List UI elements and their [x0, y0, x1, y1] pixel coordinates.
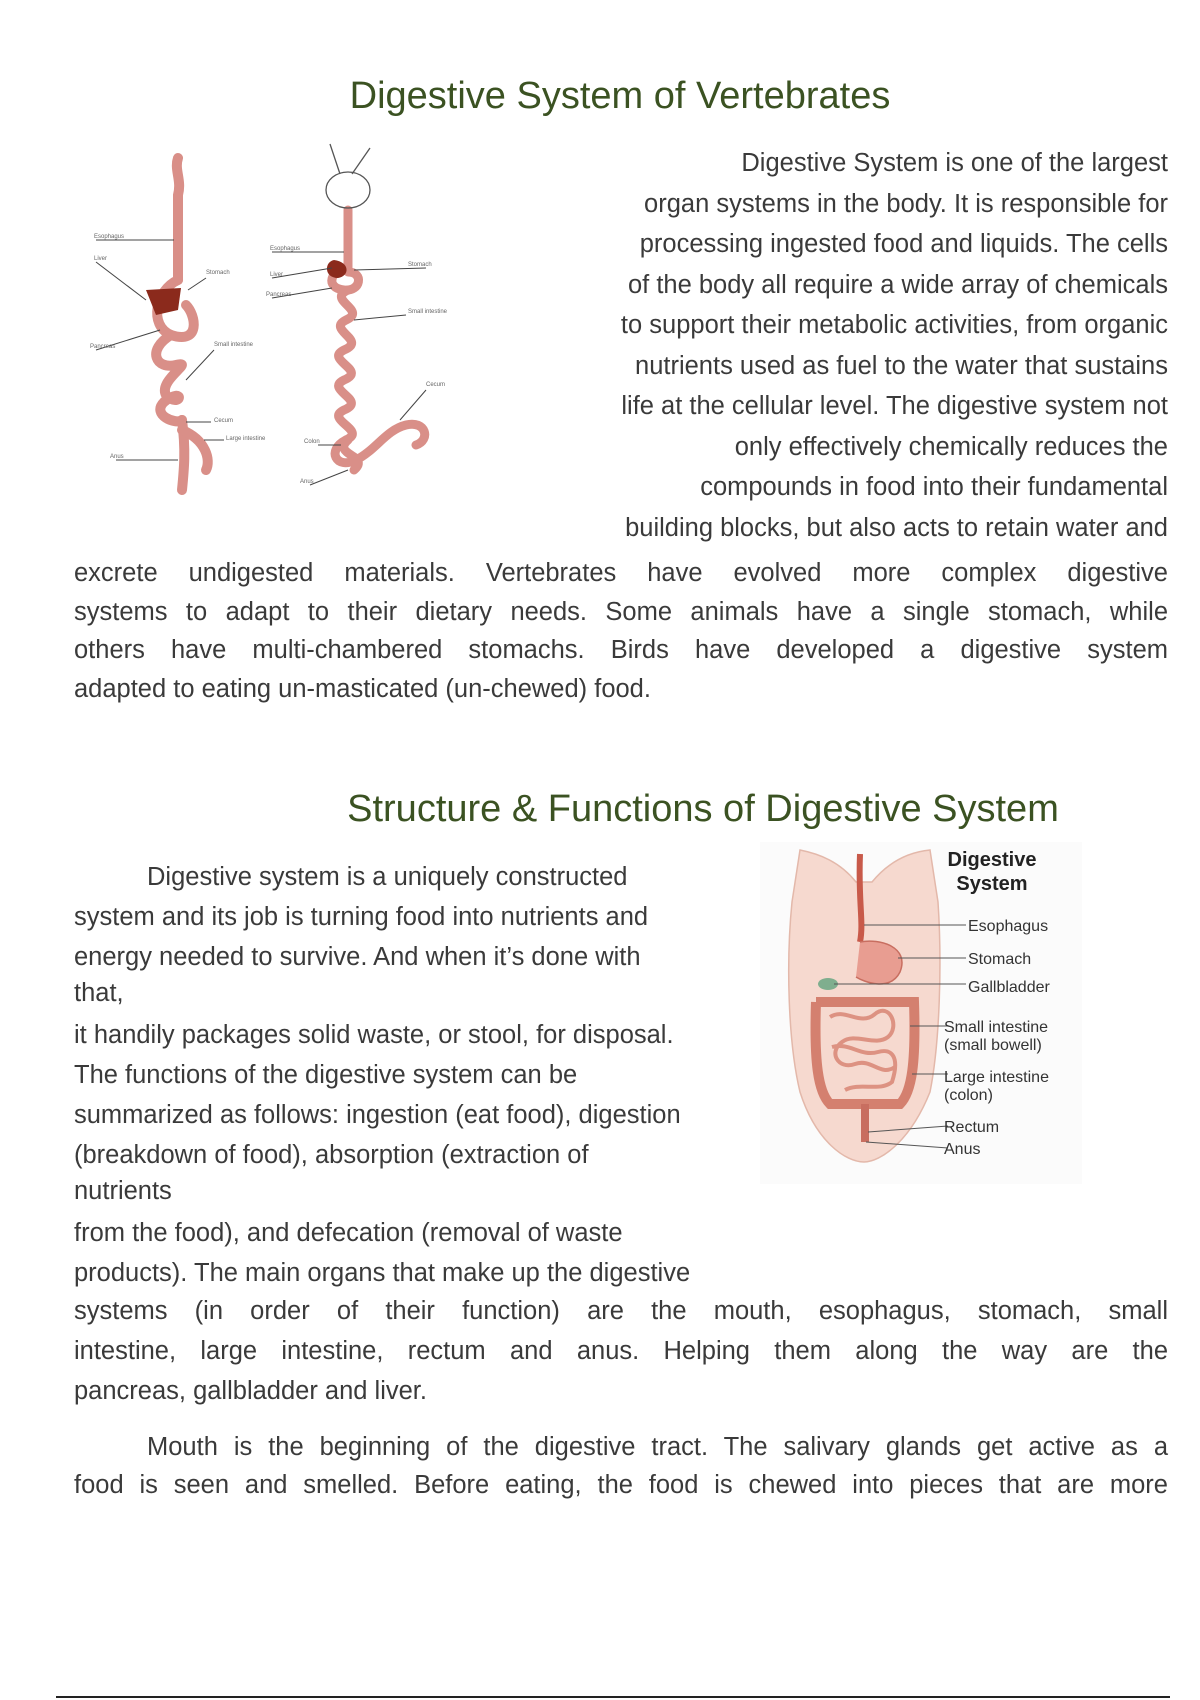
text-line: intestine, large intestine, rectum and a… — [74, 1337, 1168, 1365]
text-line: system and its job is turning food into … — [74, 903, 649, 931]
leader-lines-b — [271, 251, 427, 486]
tract-diagram-a — [151, 153, 213, 495]
svg-text:Large intestine: Large intestine — [226, 436, 266, 442]
label-colon: (colon) — [944, 1087, 993, 1104]
gallbladder-shape — [818, 978, 838, 990]
label-esophagus: Esophagus — [968, 918, 1048, 935]
text-line: systems to adapt to their dietary needs.… — [74, 597, 1168, 626]
stomach-shape — [855, 940, 903, 985]
text-line: others have multi-chambered stomachs. Bi… — [74, 636, 1168, 664]
text-line: energy needed to survive. And when it’s … — [74, 943, 641, 971]
text-line: products). The main organs that make up … — [74, 1259, 691, 1287]
label-small-bowell: (small bowell) — [944, 1037, 1042, 1054]
text-line: to support their metabolic activities, f… — [620, 311, 1168, 339]
svg-text:Esophagus: Esophagus — [94, 234, 124, 240]
text-line: processing ingested food and liquids. Th… — [639, 230, 1168, 258]
intro-paragraph-continued: excrete undigested materials. Vertebrate… — [74, 554, 1168, 708]
text-line: organ systems in the body. It is respons… — [644, 189, 1168, 218]
svg-text:Anus: Anus — [110, 454, 124, 460]
structure-paragraph-continued: systems (in order of their function) are… — [74, 1291, 1168, 1411]
human-digestive-diagram: Digestive System Esophagus Stomach Gallb… — [787, 849, 1051, 1163]
tiny-labels-b: Esophagus Liver Pancreas Stomach Small i… — [266, 246, 448, 485]
text-line: that, — [74, 979, 124, 1007]
text-line: life at the cellular level. The digestiv… — [621, 392, 1168, 420]
svg-text:Colon: Colon — [304, 439, 320, 445]
svg-text:Anus: Anus — [300, 479, 314, 485]
text-line: it handily packages solid waste, or stoo… — [74, 1021, 674, 1049]
text-line: food is seen and smelled. Before eating,… — [74, 1471, 1168, 1499]
human-digestive-figure: Digestive System Esophagus Stomach Gallb… — [760, 842, 1082, 1184]
text-line: of the body all require a wide array of … — [627, 270, 1168, 299]
tract-diagram-b — [327, 205, 430, 475]
svg-text:Liver: Liver — [270, 272, 283, 278]
svg-text:Stomach: Stomach — [408, 262, 432, 268]
anatomy-title-line2: System — [956, 873, 1027, 895]
liver-shape-a — [146, 288, 181, 315]
small-intestine-shape — [828, 1009, 898, 1092]
section-title-vertebrates: Digestive System of Vertebrates — [349, 75, 891, 117]
mouth-paragraph: Mouth is the beginning of the digestive … — [74, 1428, 1168, 1504]
label-large-intestine: Large intestine — [944, 1069, 1049, 1086]
text-line: pancreas, gallbladder and liver. — [74, 1377, 427, 1405]
svg-text:Liver: Liver — [94, 256, 107, 262]
label-stomach: Stomach — [968, 951, 1031, 968]
svg-text:Pancreas: Pancreas — [266, 292, 291, 298]
svg-text:Small intestine: Small intestine — [408, 309, 448, 315]
label-anus: Anus — [944, 1141, 980, 1158]
text-line: summarized as follows: ingestion (eat fo… — [74, 1101, 681, 1129]
svg-text:Cecum: Cecum — [426, 382, 445, 388]
large-intestine-shape — [810, 997, 920, 1109]
label-gallbladder: Gallbladder — [968, 979, 1051, 996]
text-line: excrete undigested materials. Vertebrate… — [74, 559, 1168, 587]
text-line: nutrients — [74, 1177, 172, 1205]
text-line: The functions of the digestive system ca… — [74, 1061, 578, 1089]
svg-text:Esophagus: Esophagus — [270, 246, 300, 252]
leader-lines-a — [95, 239, 224, 461]
text-line: Digestive system is a uniquely construct… — [147, 863, 628, 891]
section-title-structure: Structure & Functions of Digestive Syste… — [347, 788, 1059, 830]
svg-text:Stomach: Stomach — [206, 270, 230, 276]
structure-paragraph-left: Digestive system is a uniquely construct… — [74, 857, 764, 1293]
esophagus-shape — [856, 853, 865, 943]
vertebrate-digestive-diagram: Esophagus Liver Stomach Pancreas Small i… — [90, 143, 448, 495]
text-line: nutrients used as fuel to the water that… — [635, 351, 1168, 380]
liver-shape-b — [326, 260, 347, 278]
intro-paragraph-wrapped: Digestive System is one of the largest o… — [520, 143, 1168, 548]
svg-text:Cecum: Cecum — [214, 418, 233, 424]
footer-divider — [56, 1696, 1170, 1698]
anatomy-title-line1: Digestive — [948, 849, 1037, 871]
label-small-intestine: Small intestine — [944, 1019, 1048, 1036]
anatomy-leader-lines — [834, 924, 966, 1149]
label-rectum: Rectum — [944, 1119, 999, 1136]
text-line: Digestive System is one of the largest — [741, 149, 1168, 177]
text-line: only effectively chemically reduces the — [734, 432, 1168, 461]
svg-text:Small intestine: Small intestine — [214, 342, 254, 348]
rabbit-head-icon — [325, 143, 371, 209]
text-line: Mouth is the beginning of the digestive … — [147, 1433, 1168, 1461]
text-line: adapted to eating un-masticated (un-chew… — [74, 674, 651, 703]
text-line: systems (in order of their function) are… — [74, 1297, 1168, 1325]
tiny-labels-a: Esophagus Liver Stomach Pancreas Small i… — [90, 234, 266, 460]
text-line: building blocks, but also acts to retain… — [625, 513, 1168, 542]
svg-text:Pancreas: Pancreas — [90, 344, 115, 350]
text-line: (breakdown of food), absorption (extract… — [74, 1141, 589, 1169]
vertebrate-digestive-figure: Esophagus Liver Stomach Pancreas Small i… — [86, 140, 496, 520]
text-line: compounds in food into their fundamental — [700, 473, 1168, 501]
text-line: from the food), and defecation (removal … — [74, 1219, 623, 1247]
